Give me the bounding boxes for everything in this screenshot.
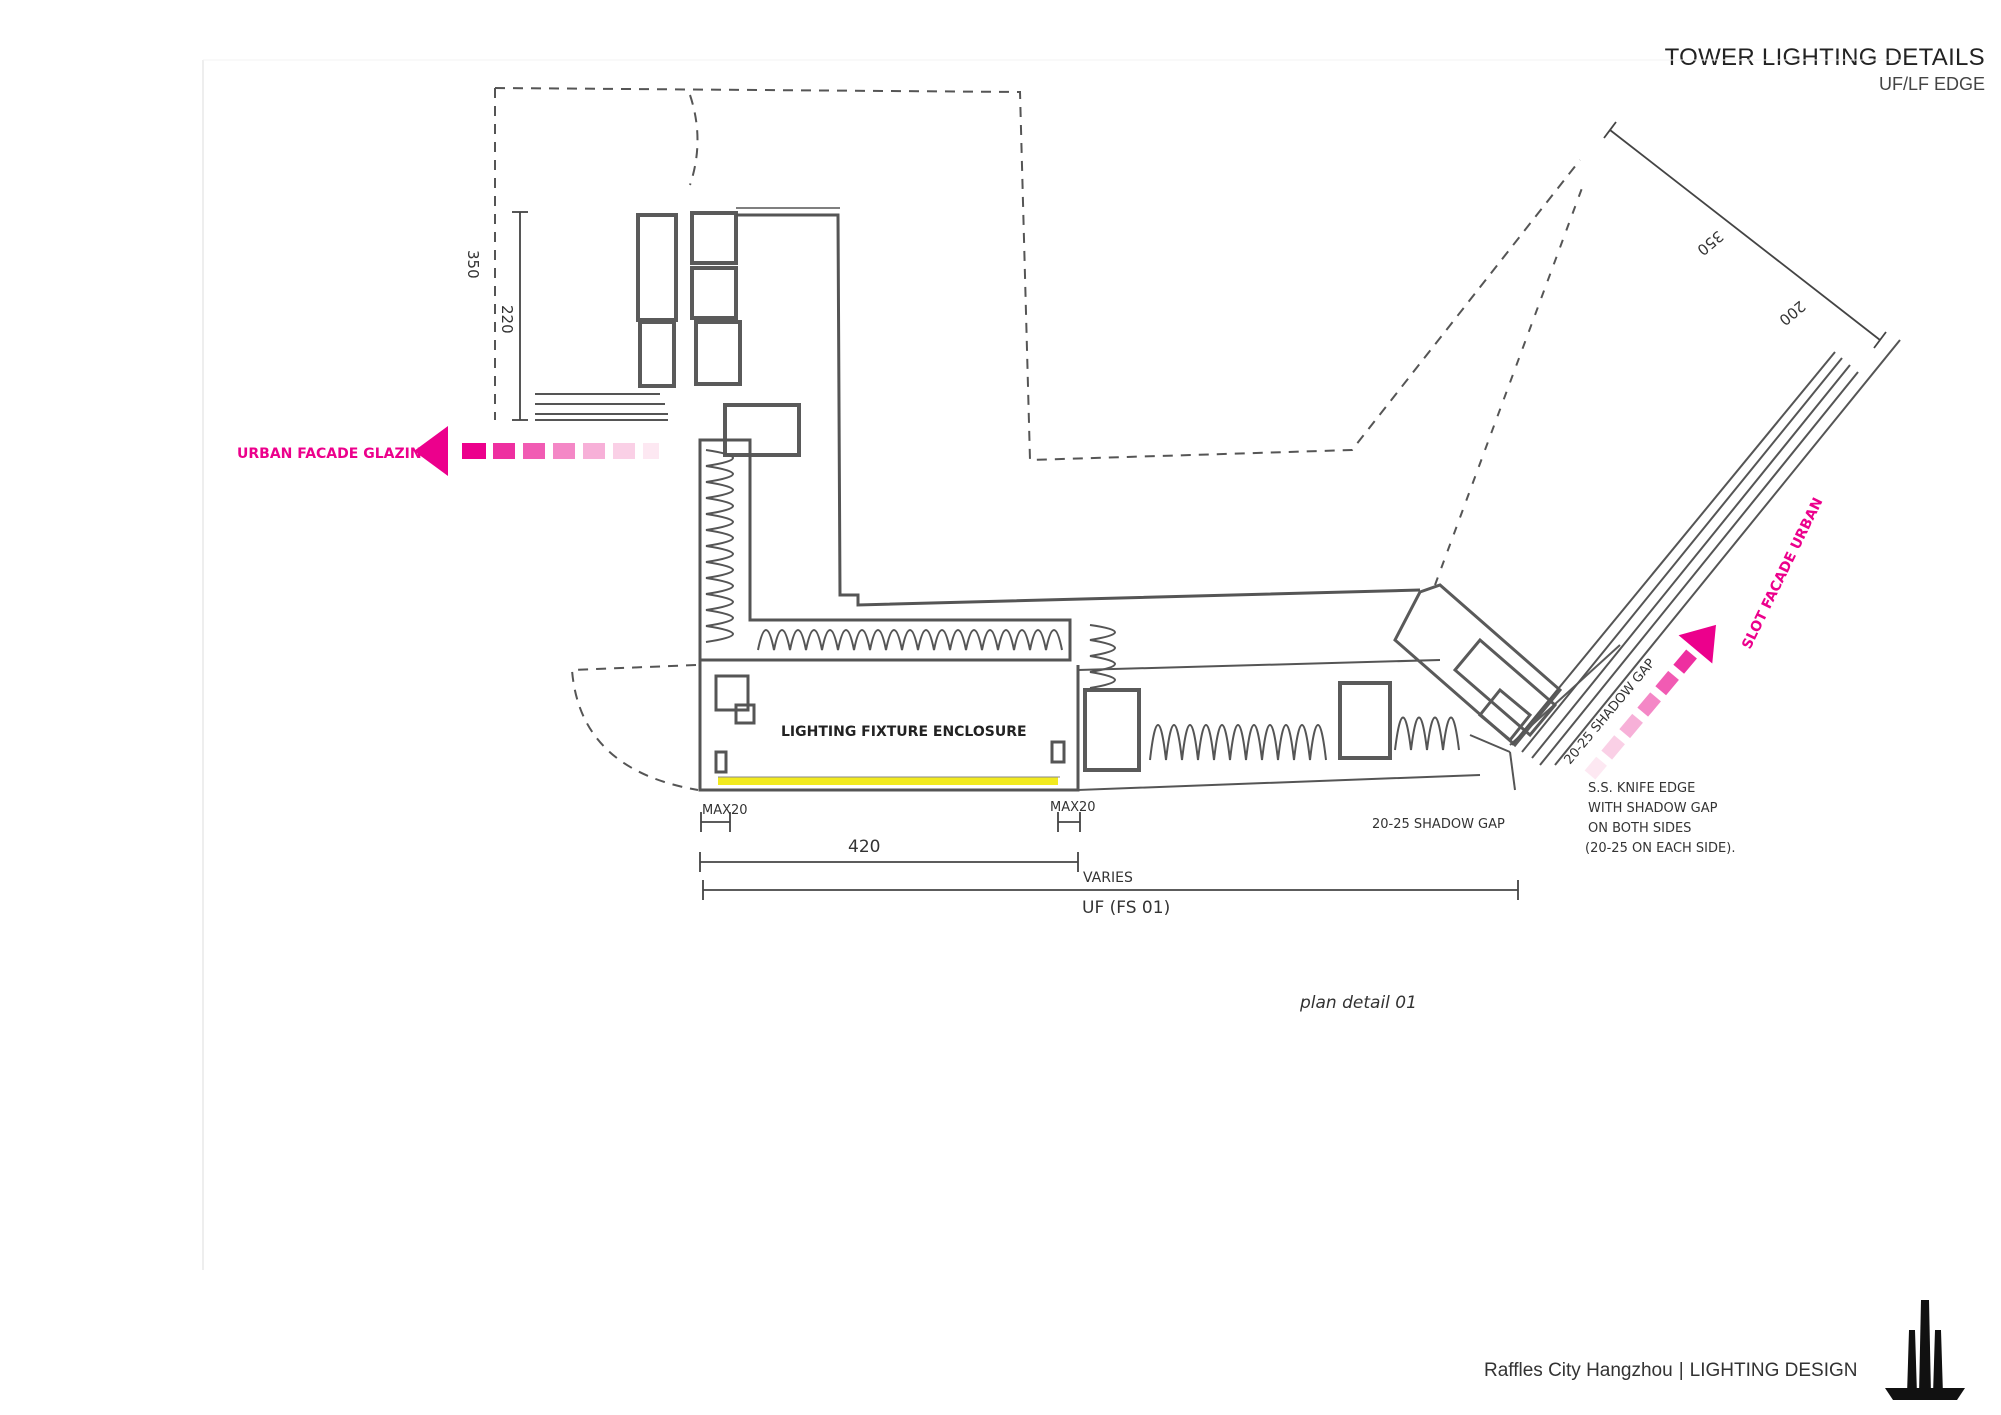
- fixture-box: [734, 703, 756, 725]
- mid-wall: [1077, 659, 1441, 671]
- block: [723, 403, 801, 457]
- arrow-dash: [1619, 713, 1643, 739]
- arrow-dash: [583, 443, 605, 459]
- arrow-dash: [1673, 649, 1697, 674]
- dim-220-left: 220: [498, 305, 516, 334]
- slot-facade-urban-label: SLOT FACADE URBAN: [1739, 495, 1826, 651]
- block: [1083, 688, 1141, 772]
- shadow-gap-bottom-label: 20-25 SHADOW GAP: [1372, 817, 1505, 832]
- block: [638, 320, 676, 388]
- fixture-details: [714, 674, 1066, 774]
- insulation-small: [1089, 624, 1116, 689]
- bottom-wall: [1077, 665, 1481, 792]
- arrow-dash: [523, 443, 545, 459]
- knife-edge-note-line: S.S. KNIFE EDGE: [1588, 781, 1695, 796]
- footer: Raffles City Hangzhou|LIGHTING DESIGN: [1484, 1360, 1858, 1382]
- slot-facade-arrow: [1584, 624, 1716, 780]
- block: [690, 211, 738, 265]
- plan-detail-label: plan detail 01: [1299, 993, 1417, 1013]
- diag-line: [1539, 371, 1859, 766]
- insulation-mid: [1149, 724, 1327, 761]
- tower-logo-icon: [1885, 1300, 1965, 1400]
- dim-350-right: 350: [1693, 227, 1727, 259]
- dashed-roof-outline: [494, 87, 1581, 462]
- dim-max20-right-label: MAX20: [1050, 800, 1096, 815]
- dim-200-right: 200: [1775, 297, 1809, 329]
- bottom-dimensions: [699, 812, 1519, 900]
- dim-420-label: 420: [848, 837, 880, 857]
- block: [636, 213, 678, 322]
- dim-line-diag: [1609, 129, 1881, 341]
- insulation-frame-left: [698, 438, 1072, 662]
- fixture-box: [1050, 740, 1066, 764]
- dim-350-left: 350: [464, 250, 482, 279]
- dashed-diagonal: [1434, 179, 1586, 586]
- structure-blocks: [636, 211, 1392, 772]
- dashed-arc-top: [689, 94, 699, 186]
- arrow-dash: [1637, 692, 1661, 717]
- footer-discipline: LIGHTING DESIGN: [1689, 1360, 1858, 1381]
- block: [1338, 681, 1392, 760]
- left-dimension-group: [512, 211, 528, 421]
- dim-uf-label: UF (FS 01): [1082, 898, 1170, 918]
- block: [694, 320, 742, 386]
- right-dimension-group: [1603, 121, 1887, 349]
- page-subtitle: UF/LF EDGE: [1878, 74, 1985, 94]
- glazing-mullions: [535, 393, 668, 421]
- arrow-dash: [462, 443, 486, 459]
- dim-max20-left-label: MAX20: [702, 803, 748, 818]
- wall-outline: [698, 207, 1481, 792]
- block: [690, 266, 738, 320]
- knife-edge-note-line: WITH SHADOW GAP: [1588, 801, 1718, 816]
- insulation-horizontal: [757, 629, 1063, 651]
- arrow-left-icon: [414, 426, 448, 476]
- arrow-diagonal-icon: [1678, 624, 1716, 664]
- dim-varies-label: VARIES: [1083, 870, 1133, 886]
- wall-outer: [736, 213, 1421, 607]
- dashed-door-swing: [570, 664, 699, 791]
- arrow-dash: [493, 443, 515, 459]
- corner-assembly: [1393, 583, 1621, 748]
- dashed-outline-group: [494, 87, 1586, 791]
- footer-separator: |: [1678, 1360, 1684, 1381]
- dim-tick: [1603, 121, 1617, 139]
- page-title: TOWER LIGHTING DETAILS: [1664, 44, 1985, 71]
- knife-edge-note-line: (20-25 ON EACH SIDE).: [1585, 841, 1735, 856]
- knife-edge-line: [1469, 734, 1511, 753]
- corner-block: [1393, 583, 1563, 748]
- lighting-fixture-enclosure-label: LIGHTING FIXTURE ENCLOSURE: [781, 724, 1027, 740]
- arrow-dash: [1584, 756, 1607, 780]
- insulation-vertical: [705, 449, 734, 643]
- slot-facade-glazing: [1469, 339, 1901, 791]
- urban-facade-glazing-label: URBAN FACADE GLAZING: [237, 446, 433, 462]
- arrow-dash: [613, 443, 635, 459]
- footer-project: Raffles City Hangzhou: [1484, 1360, 1673, 1381]
- diag-line: [1531, 364, 1851, 759]
- arrow-dash: [553, 443, 575, 459]
- diag-line: [1511, 351, 1836, 746]
- arrow-dash: [643, 443, 659, 459]
- diag-line-outer: [1554, 339, 1901, 766]
- corner-inner: [1452, 637, 1558, 738]
- fixture-box: [714, 674, 750, 712]
- knife-edge-note-line: ON BOTH SIDES: [1588, 821, 1691, 836]
- corner-small: [1477, 687, 1533, 743]
- fixture-box: [714, 750, 728, 774]
- arrow-dash: [1601, 735, 1625, 760]
- diag-line: [1521, 357, 1843, 753]
- light-strip: [718, 777, 1058, 785]
- knife-edge-line: [1509, 751, 1516, 791]
- arrow-dash: [1655, 670, 1679, 696]
- corner-tail: [1509, 644, 1621, 746]
- insulation-right: [1394, 716, 1460, 751]
- dim-tick: [1873, 331, 1887, 349]
- urban-facade-arrow: [414, 426, 659, 476]
